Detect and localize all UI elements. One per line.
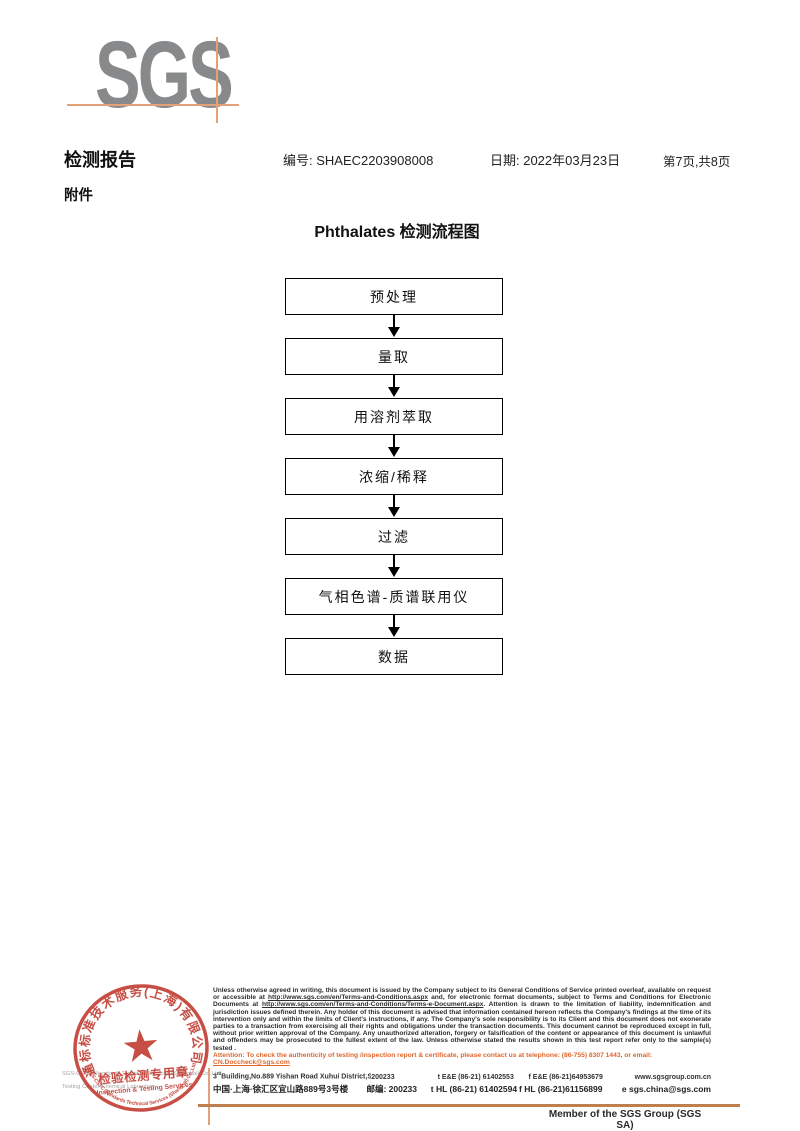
flow-step-measure: 量取	[285, 338, 503, 375]
company-lab-text: Testing Center-Chemical Laboratory	[62, 1084, 155, 1090]
flow-step-gcms: 气相色谱-质谱联用仪	[285, 578, 503, 615]
company-name-text: SGS-CSTC Standards Technical Services (S…	[62, 1071, 222, 1077]
footer-text-block: Unless otherwise agreed in writing, this…	[213, 987, 711, 1095]
attention-text: Attention: To check the authenticity of …	[213, 1051, 653, 1059]
address-block: 3rdBuilding,No.889 Yishan Road Xuhui Dis…	[213, 1068, 711, 1094]
legal-text: Unless otherwise agreed in writing, this…	[213, 987, 711, 1002]
flow-step-solvent-extraction: 用溶剂萃取	[285, 398, 503, 435]
report-date: 日期: 2022年03月23日	[490, 153, 621, 168]
sgs-logo: SGS	[95, 22, 234, 128]
attachment-label: 附件	[64, 188, 93, 204]
email-link[interactable]: e sgs.china@sgs.com	[621, 1083, 711, 1094]
report-number: 编号: SHAEC2203908008	[283, 153, 434, 168]
address-row-english: 3rdBuilding,No.889 Yishan Road Xuhui Dis…	[213, 1068, 711, 1082]
address-chinese: 中国·上海·徐汇区宜山路889号3号楼	[213, 1083, 349, 1094]
crop-mark-vertical	[216, 37, 218, 123]
doccheck-email-link[interactable]: CN.Doccheck@sgs.com	[213, 1059, 290, 1067]
telephone-ee: t E&E (86-21) 61402553	[437, 1073, 514, 1081]
footer-crop-mark-vertical	[208, 1068, 210, 1125]
website-link[interactable]: www.sgsgroup.com.cn	[634, 1073, 711, 1081]
legal-text: and, for electronic format documents, su…	[213, 994, 711, 1009]
flow-step-data: 数据	[285, 638, 503, 675]
arrow-down-icon	[285, 615, 503, 638]
fax-hl: f HL (86-21)61156899	[519, 1083, 603, 1094]
terms-e-document-link[interactable]: http://www.sgs.com/en/Terms-and-Conditio…	[261, 1001, 484, 1009]
stamp-outer-ring	[73, 984, 209, 1112]
arrow-down-icon	[285, 495, 503, 518]
flow-step-filter: 过滤	[285, 518, 503, 555]
crop-mark-horizontal	[67, 104, 239, 106]
flow-step-pretreatment: 预处理	[285, 278, 503, 315]
flowchart: 预处理 量取 用溶剂萃取 浓缩/稀释 过滤 气相色谱-质谱联用仪 数据	[285, 278, 503, 675]
fax-ee: f E&E (86-21)64953679	[528, 1073, 603, 1081]
address-row-chinese: 中国·上海·徐汇区宜山路889号3号楼 邮编: 200233 t HL (86-…	[213, 1083, 711, 1095]
arrow-down-icon	[285, 435, 503, 458]
flowchart-title: Phthalates 检测流程图	[314, 224, 480, 241]
footer-divider-line	[198, 1104, 740, 1107]
attention-notice: Attention: To check the authenticity of …	[213, 1052, 711, 1066]
telephone-hl: t HL (86-21) 61402594	[430, 1083, 518, 1094]
address-english: 3rdBuilding,No.889 Yishan Road Xuhui Dis…	[213, 1071, 372, 1081]
sgs-member-note: Member of the SGS Group (SGS SA)	[548, 1109, 702, 1131]
inspection-stamp-seal: 通标标准技术服务(上海)有限公司 SGS-CSTC Standards Tech…	[71, 979, 209, 1112]
postcode-chinese: 邮编: 200233	[366, 1083, 418, 1094]
arrow-down-icon	[285, 315, 503, 338]
terms-link[interactable]: http://www.sgs.com/en/Terms-and-Conditio…	[267, 994, 429, 1002]
postcode: 200233	[371, 1073, 395, 1081]
legal-disclaimer: Unless otherwise agreed in writing, this…	[213, 987, 711, 1052]
report-title: 检测报告	[64, 150, 136, 170]
page-indicator: 第7页,共8页	[663, 155, 731, 169]
arrow-down-icon	[285, 555, 503, 578]
flow-step-concentrate-dilute: 浓缩/稀释	[285, 458, 503, 495]
star-icon: ★	[119, 1020, 163, 1072]
legal-text: . Attention is drawn to the limitation o…	[213, 1001, 711, 1052]
arrow-down-icon	[285, 375, 503, 398]
